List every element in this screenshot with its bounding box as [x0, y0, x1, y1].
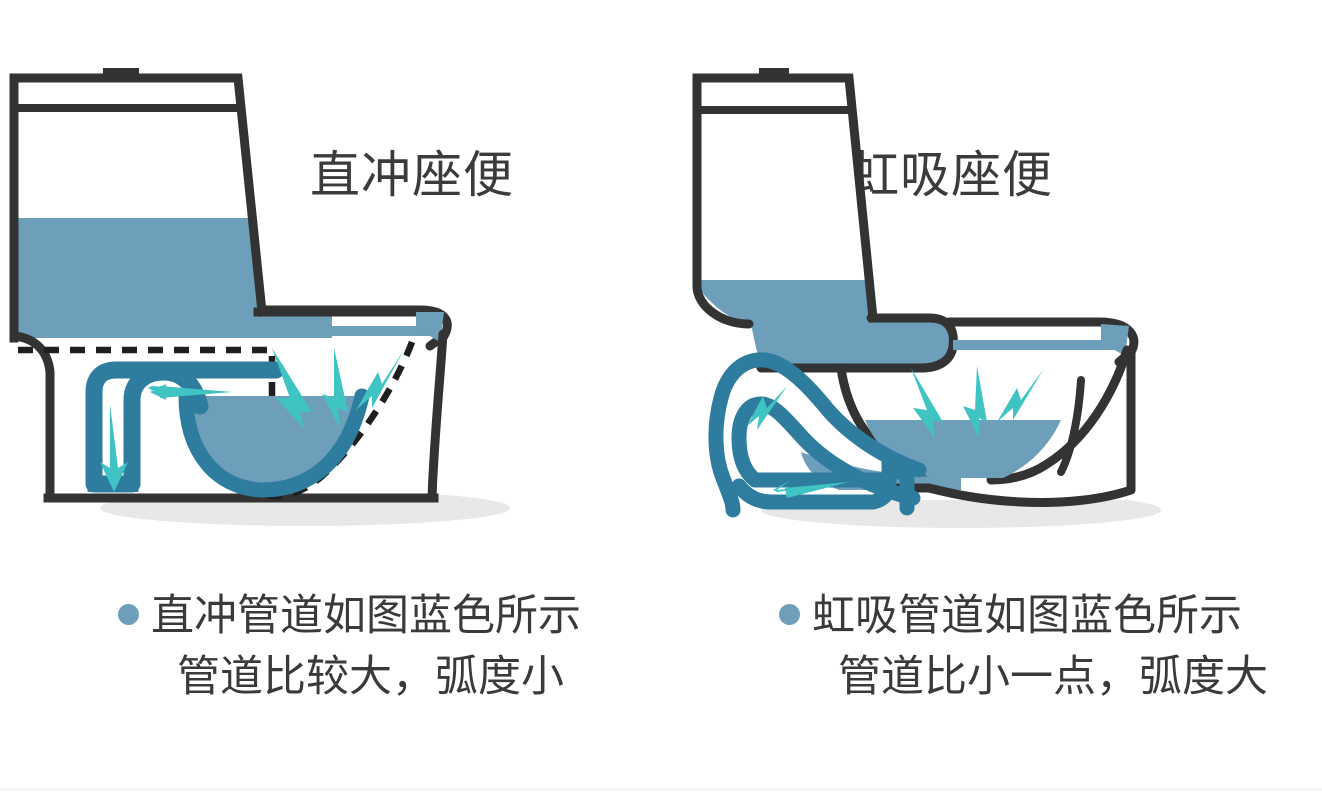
caption-line-2: 管道比小一点，弧度大: [838, 653, 1268, 702]
bowl-inner-right-wall: [986, 345, 1132, 485]
rim-water-band: [953, 340, 1125, 350]
flush-downpipe[interactable]: [87, 400, 139, 492]
figure-title-siphon: 虹吸座便: [849, 147, 1053, 203]
caption-direct-flush: 直冲管道如图蓝色所示 管道比较大，弧度小: [0, 586, 661, 708]
tank-water: [14, 218, 262, 312]
trapway-pool-rim[interactable]: [178, 388, 370, 498]
flush-pipe[interactable]: [85, 361, 285, 493]
flow-arrow-left-tail: [150, 384, 166, 400]
siphon-svg: [692, 68, 1161, 528]
rim-corner-water: [416, 312, 444, 342]
direct-flush-svg: [9, 68, 510, 526]
bowl-left-wall-outline: [9, 331, 55, 503]
flow-arrow-down-1: [911, 368, 943, 438]
rim-corner-water: [1101, 324, 1129, 356]
bowl-right-wall-outline: [427, 329, 448, 503]
flow-arrow-down-2: [963, 366, 987, 438]
caption-siphon: 虹吸管道如图蓝色所示 管道比小一点，弧度大: [661, 586, 1322, 708]
siphon-pipe-outer[interactable]: [708, 352, 927, 518]
tank-bowl-joint-outline: [756, 313, 958, 373]
seat-shelf-water: [14, 312, 300, 338]
bowl-skirt-curve: [1057, 376, 1085, 476]
bottom-divider: [0, 789, 1322, 790]
figure-title-direct-flush: 直冲座便: [310, 147, 514, 203]
direct-flush-toilet-diagram: [0, 60, 661, 560]
bullet-dot-icon: [118, 604, 139, 625]
inner-bowl-dashed-right: [260, 340, 416, 500]
flow-arrow-down-1: [272, 348, 312, 428]
tank-and-trap-water: [699, 280, 950, 366]
flush-button-icon[interactable]: [103, 68, 139, 80]
flush-button-icon[interactable]: [759, 68, 789, 80]
flow-arrow-left-head: [160, 386, 232, 398]
inner-bowl-dashed-outline: [18, 346, 276, 390]
caption-line-1: 虹吸管道如图蓝色所示: [812, 592, 1242, 640]
bowl-outer-right-wall: [924, 345, 1136, 507]
flow-arrows-group: [747, 366, 1043, 498]
caption-line-1: 直冲管道如图蓝色所示: [151, 592, 581, 640]
siphon-pipe-outlet[interactable]: [731, 450, 897, 510]
panel-siphon: 虹吸座便: [661, 0, 1322, 801]
flow-arrow-down-3: [356, 350, 404, 410]
siphon-pipe-outlet-stub[interactable]: [881, 464, 915, 516]
flow-arrow-down-3: [997, 370, 1043, 422]
flow-arrows-group: [100, 348, 404, 492]
flow-arrow-siphon-up: [747, 386, 787, 430]
flow-arrow-outlet-head: [785, 482, 849, 498]
tank-fill: [697, 78, 873, 322]
flow-arrow-down-2: [322, 348, 348, 428]
bullet-dot-icon: [779, 604, 800, 625]
siphon-toilet-diagram: [661, 60, 1322, 560]
flow-arrow-downpipe: [100, 404, 128, 492]
tank-outline: [9, 73, 267, 317]
panel-direct-flush: 直冲座便: [0, 60, 661, 708]
rim-water-band: [268, 326, 438, 336]
tank-left-wall: [692, 73, 754, 329]
caption-line-2: 管道比较大，弧度小: [177, 653, 564, 702]
tank-outline: [692, 73, 878, 323]
